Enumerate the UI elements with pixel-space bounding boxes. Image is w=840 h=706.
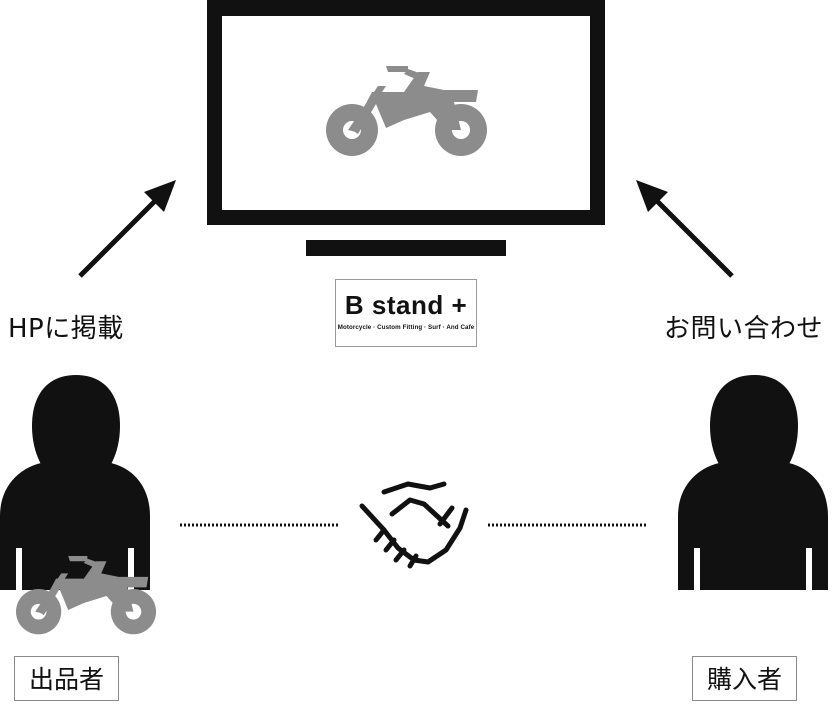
seller-action-label: HPに掲載 [8, 314, 124, 344]
arrow-icon [636, 180, 734, 278]
buyer-label: 購入者 [692, 656, 798, 701]
monitor-icon [207, 0, 605, 256]
seller-label: 出品者 [14, 656, 120, 701]
brand-logo: B stand + Motorcycle · Custom Fitting · … [335, 279, 477, 347]
handshake-icon [359, 481, 469, 569]
person-icon [678, 375, 828, 592]
buyer-action-label: お問い合わせ [664, 314, 824, 344]
brand-tagline: Motorcycle · Custom Fitting · Surf · And… [337, 324, 475, 331]
person-icon [0, 375, 150, 592]
arrow-icon [78, 180, 176, 278]
brand-name: B stand + [344, 290, 468, 320]
